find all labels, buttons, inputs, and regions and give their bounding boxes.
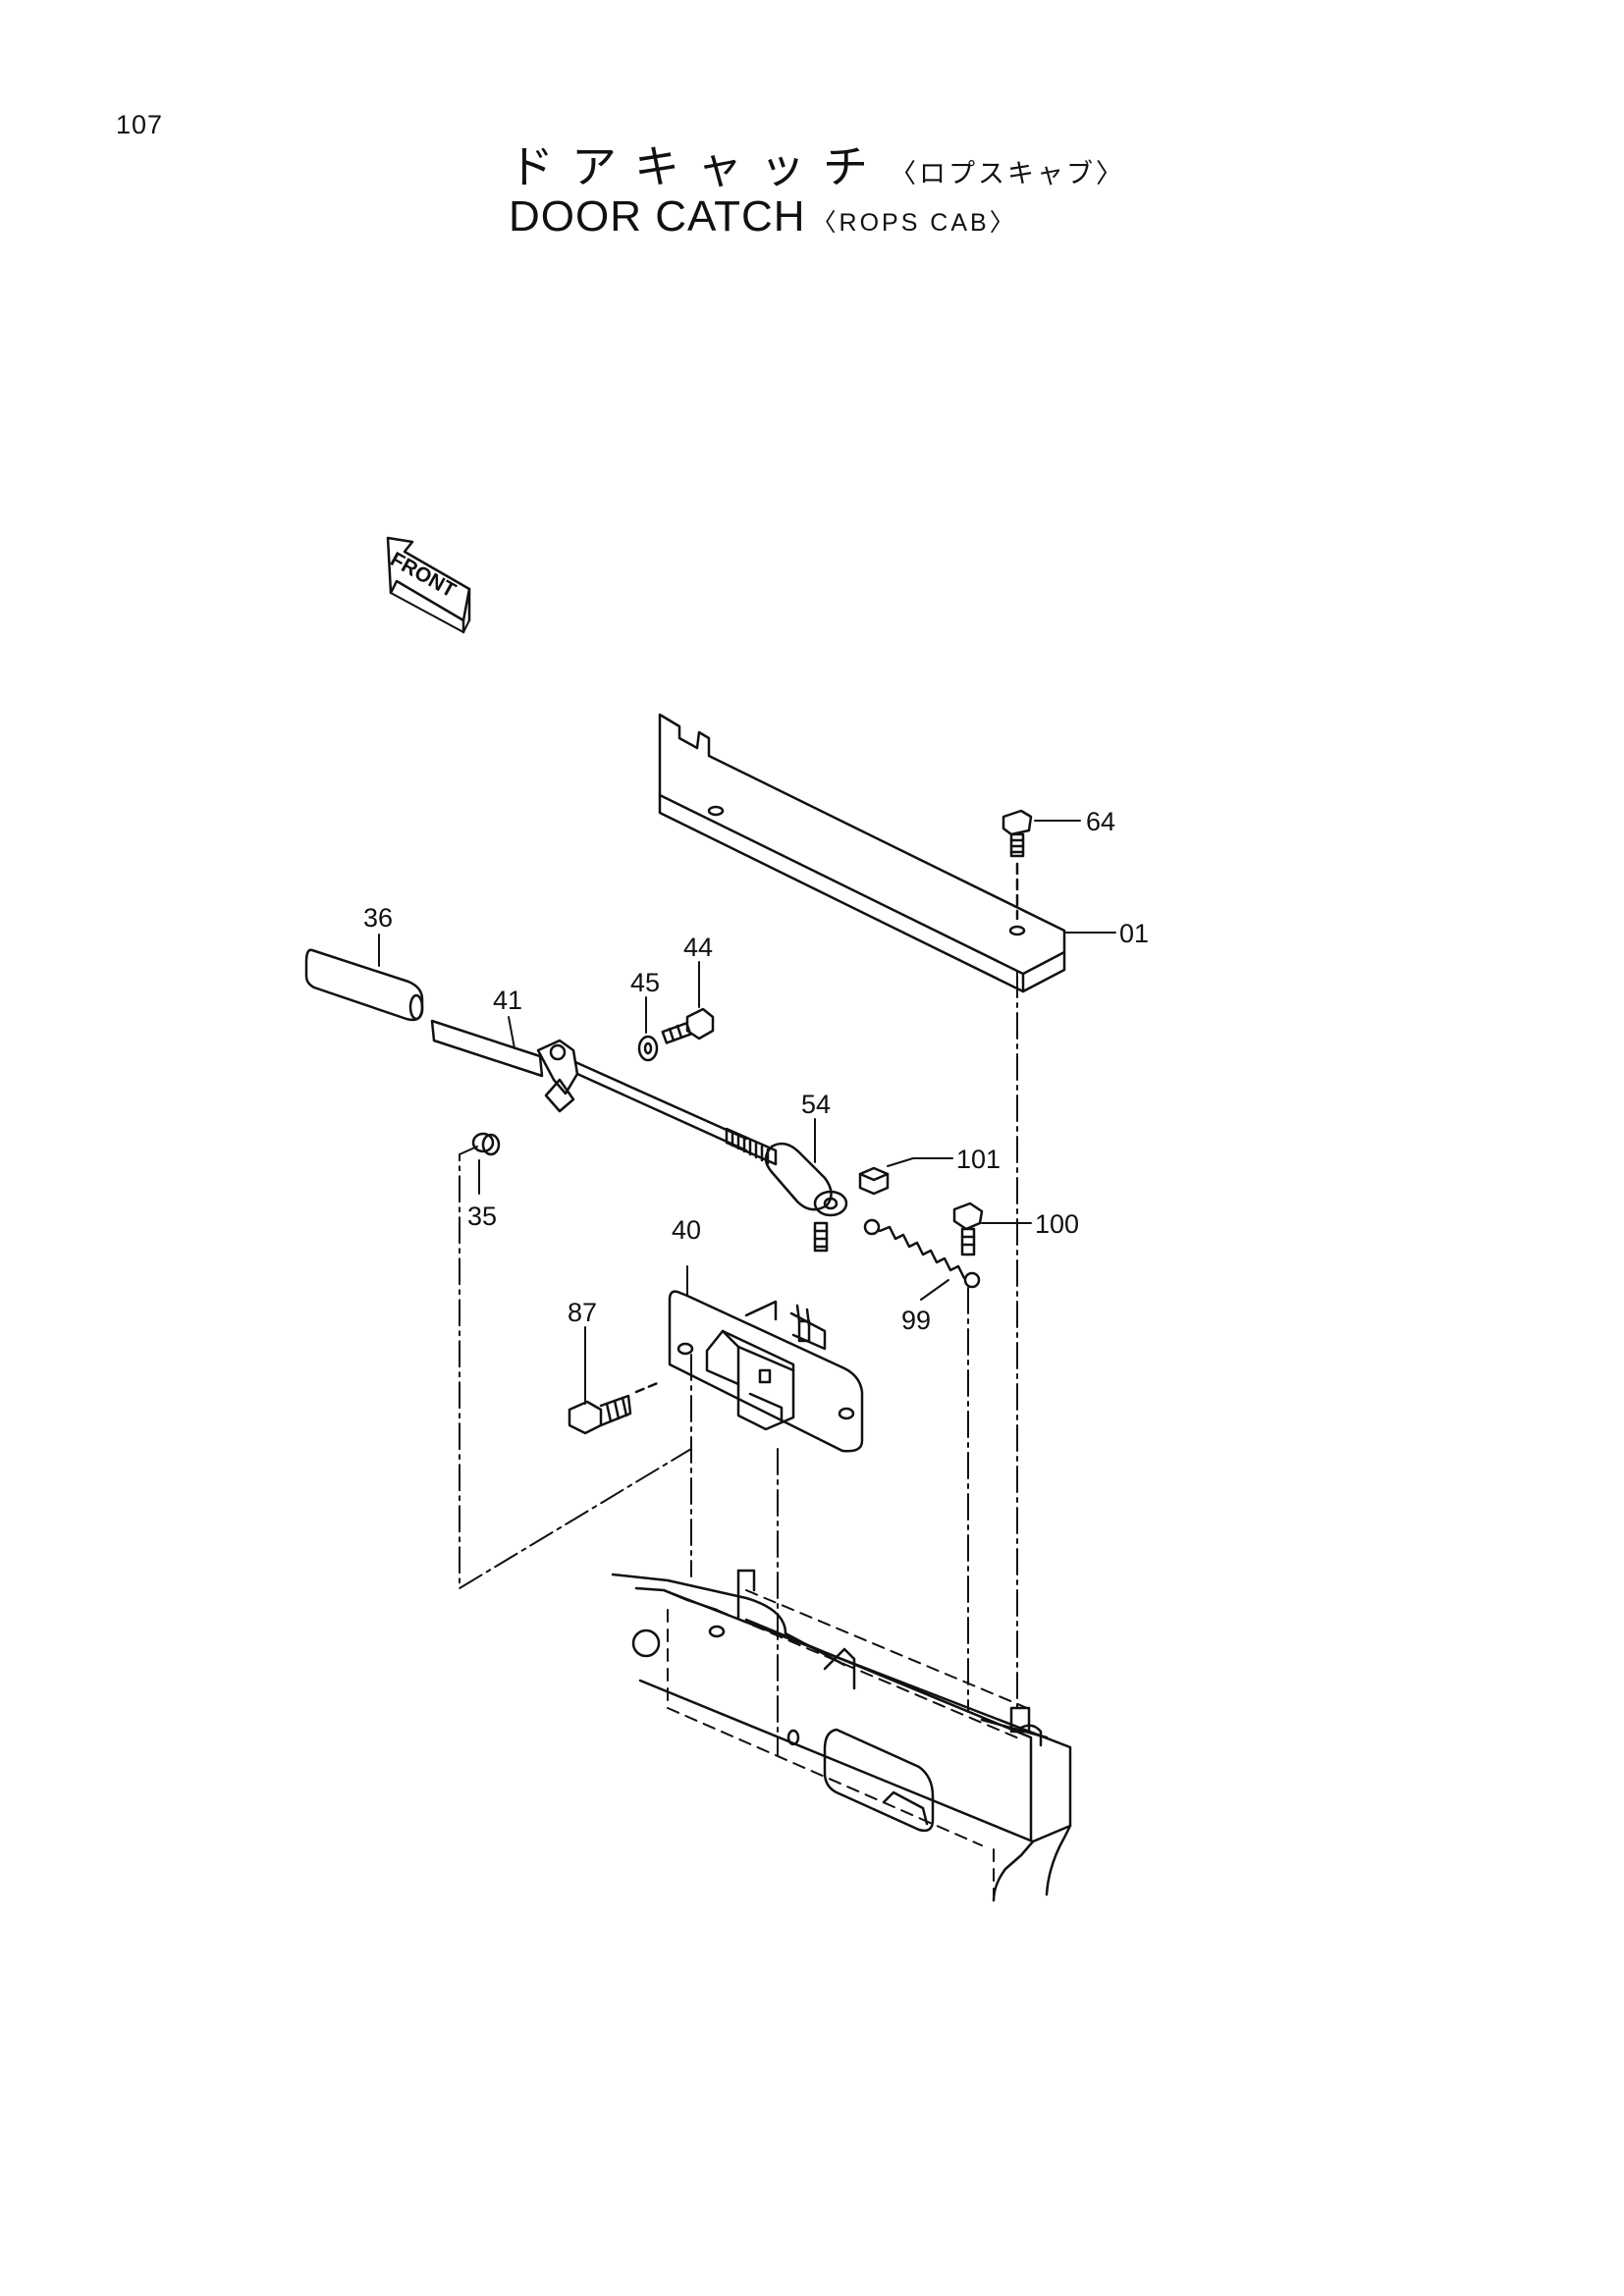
title-en-main: DOOR CATCH xyxy=(509,192,806,240)
part-01-bracket xyxy=(658,713,1066,993)
title-en-sub: 〈ROPS CAB〉 xyxy=(811,209,1017,237)
part-99-spring xyxy=(863,1218,981,1289)
part-100-bolt xyxy=(952,1201,984,1256)
callout-99: 99 xyxy=(901,1306,931,1335)
callout-numbers: 64 01 36 44 45 41 54 101 100 35 40 99 87 xyxy=(363,807,1149,1335)
front-arrow-icon: FRONT xyxy=(387,536,471,634)
lever-and-rod xyxy=(536,1039,778,1166)
part-64-screw xyxy=(1001,809,1033,921)
callout-41: 41 xyxy=(493,986,522,1015)
part-40-catch-body xyxy=(668,1290,864,1453)
title-jp-sub: 〈ロプスキャブ〉 xyxy=(890,159,1125,189)
callout-100: 100 xyxy=(1035,1209,1079,1239)
callout-54: 54 xyxy=(801,1090,831,1119)
hidden-lines xyxy=(667,1589,1028,1901)
part-44-bolt xyxy=(661,1007,715,1044)
front-arrow-label: FRONT xyxy=(387,548,460,602)
callout-36: 36 xyxy=(363,903,393,933)
callout-40: 40 xyxy=(672,1215,701,1245)
callout-01: 01 xyxy=(1119,919,1149,948)
title-jp-main: ドアキャッチ xyxy=(509,140,886,193)
part-87-bolt xyxy=(568,1380,662,1435)
leader-lines xyxy=(459,971,1018,1756)
callout-101: 101 xyxy=(956,1145,1001,1174)
callout-35: 35 xyxy=(467,1201,497,1231)
title-english: DOOR CATCH〈ROPS CAB〉 xyxy=(509,192,1017,241)
callout-44: 44 xyxy=(683,933,713,962)
part-54-rod-end xyxy=(764,1142,848,1253)
callout-leaders xyxy=(378,820,1116,1405)
page-number: 107 xyxy=(116,110,164,139)
callout-64: 64 xyxy=(1086,807,1115,836)
cab-frame xyxy=(611,1569,1072,1902)
callout-45: 45 xyxy=(630,968,660,997)
title-japanese: ドアキャッチ〈ロプスキャブ〉 xyxy=(509,132,1125,196)
callout-87: 87 xyxy=(568,1298,597,1327)
part-101-nut xyxy=(858,1166,890,1196)
part-35-clip xyxy=(471,1132,501,1156)
part-45-washer xyxy=(637,1035,659,1062)
part-36-cap xyxy=(304,948,424,1022)
part-41-handle xyxy=(430,1019,544,1078)
